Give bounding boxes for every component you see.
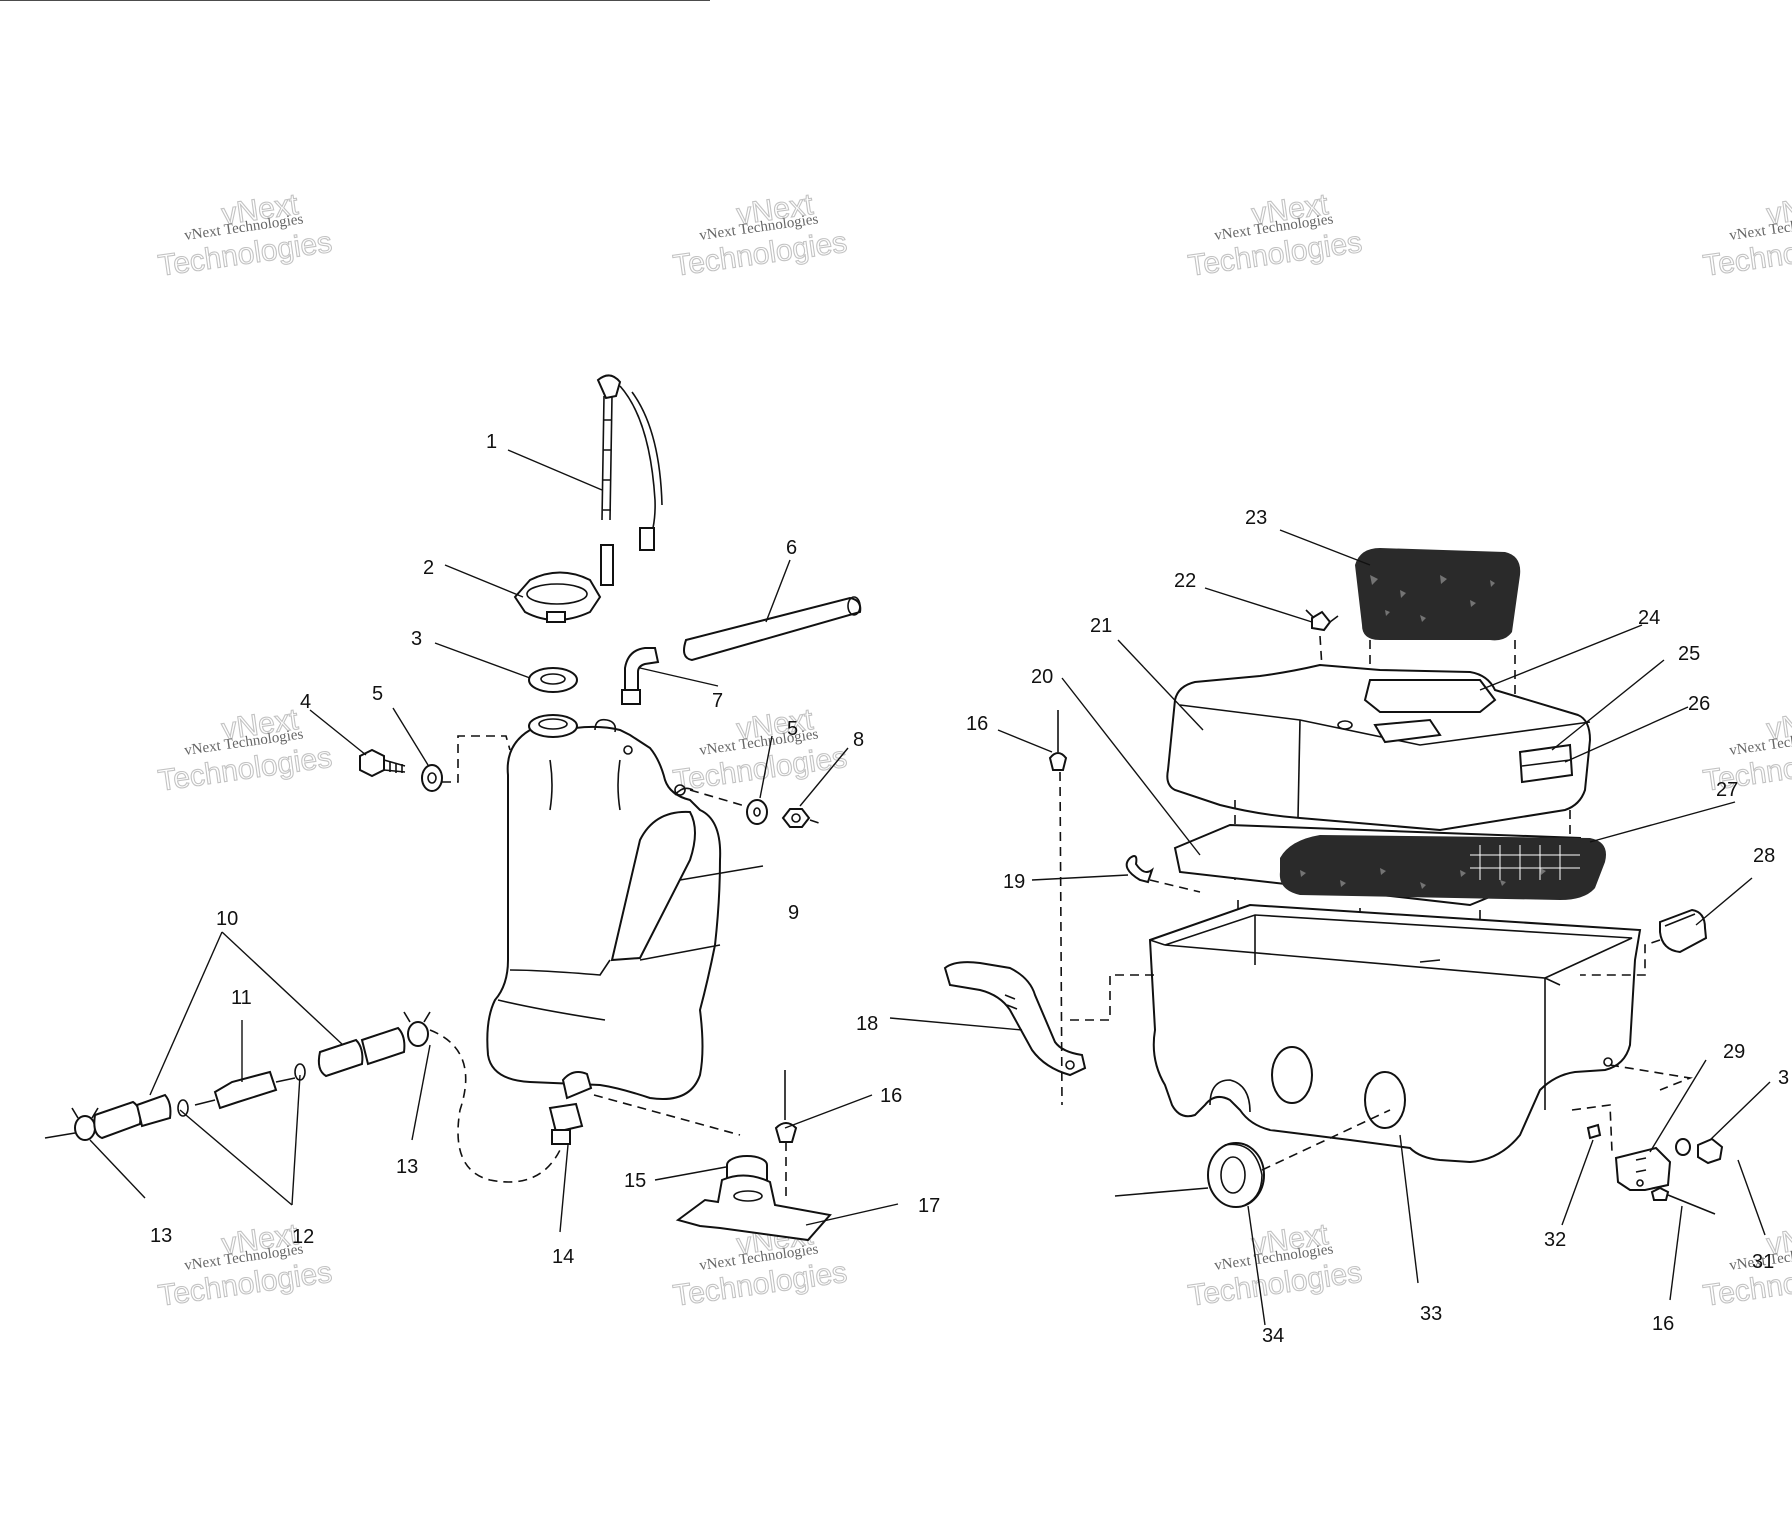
callout-26: 26	[1688, 693, 1710, 715]
watermark: vNext Technologies vNext Technologies	[156, 702, 335, 798]
part-6-vent-hose	[683, 596, 862, 662]
callout-6: 6	[786, 537, 797, 559]
part-23-foam-block	[1355, 548, 1521, 641]
part-7-vent-elbow	[621, 647, 660, 705]
part-19-retaining-clip	[1125, 855, 1201, 893]
watermark: vNext Technologies vNext Technologies	[671, 187, 850, 283]
part-27-filter-element	[1279, 835, 1606, 900]
callout-28: 28	[1753, 845, 1775, 867]
callout-16-lower: 16	[1652, 1313, 1674, 1335]
callout-5: 5	[372, 683, 383, 705]
callout-27: 27	[1716, 779, 1738, 801]
oil-tank-assembly	[0, 0, 899, 1242]
callout-29: 29	[1723, 1041, 1745, 1063]
callout-31: 31	[1752, 1251, 1774, 1273]
callout-8: 8	[853, 729, 864, 751]
callout-34: 34	[1262, 1325, 1284, 1347]
watermark: vNext Technologies vNext Technologies	[671, 702, 850, 798]
part-33-battery-box	[1148, 903, 1693, 1164]
part-29-mount-plate	[1614, 1146, 1672, 1191]
part-30-bolt	[1675, 1137, 1724, 1165]
callout-numbers: 1 2 3 4 5 6 7 5 8 9 10 11 12 13 13 14 15…	[150, 431, 1789, 1347]
callout-9: 9	[788, 902, 799, 924]
callout-21: 21	[1090, 615, 1112, 637]
callout-30: 3	[1778, 1067, 1789, 1089]
callout-25: 25	[1678, 643, 1700, 665]
part-9-oil-tank	[486, 714, 722, 1100]
hose-assembly-left	[44, 1011, 561, 1183]
part-28-strap-fitting	[1580, 908, 1708, 976]
part-8-nut	[781, 808, 811, 828]
watermark: vNext Technologies vNext Technologies	[156, 187, 335, 283]
callout-23: 23	[1245, 507, 1267, 529]
callout-32: 32	[1544, 1229, 1566, 1251]
callout-33: 33	[1420, 1303, 1442, 1325]
part-16-screw-upper	[1048, 710, 1068, 1106]
callout-2: 2	[423, 557, 434, 579]
part-34-grommet	[1114, 1109, 1391, 1208]
callout-11: 11	[231, 987, 252, 1009]
callout-13-left: 13	[150, 1225, 172, 1247]
leader-lines-left	[0, 0, 899, 1233]
callout-4: 4	[300, 691, 311, 713]
part-11-inline-filter	[194, 1070, 296, 1110]
callout-14: 14	[552, 1246, 574, 1268]
part-21-box-lid	[1166, 663, 1592, 832]
part-13-clamp-right	[403, 1011, 431, 1047]
callout-24: 24	[1638, 607, 1660, 629]
callout-18: 18	[856, 1013, 878, 1035]
watermark: vNext Technologies vNext Technologies	[1701, 187, 1792, 283]
part-32-bushing	[1586, 1123, 1602, 1140]
part-14-outlet-fitting	[548, 1071, 593, 1145]
callout-5-right: 5	[787, 718, 798, 740]
leader-lines-right	[889, 529, 1771, 1326]
callout-19: 19	[1003, 871, 1025, 893]
part-5-washer-right	[746, 799, 768, 825]
callout-22: 22	[1174, 570, 1196, 592]
part-16-screw-lower	[1650, 1186, 1716, 1215]
callout-16-upper: 16	[966, 713, 988, 735]
callout-16-mid: 16	[880, 1085, 902, 1107]
part-18-box-bracket	[943, 961, 1160, 1077]
part-17-tank-bracket	[675, 1174, 832, 1242]
part-3-cap-gasket	[528, 667, 578, 693]
callout-1: 1	[486, 431, 497, 453]
callout-20: 20	[1031, 666, 1053, 688]
watermark: vNext Technologies vNext Technologies	[1186, 1217, 1365, 1313]
part-1-level-sender	[596, 374, 663, 586]
callout-3: 3	[411, 628, 422, 650]
callout-7: 7	[712, 690, 723, 712]
part-4-bolt	[359, 748, 406, 778]
watermark: vNext Technologies vNext Technologies	[1186, 187, 1365, 283]
part-16-screw	[774, 1070, 798, 1200]
callout-13-right: 13	[396, 1156, 418, 1178]
part-2-tank-cap	[513, 571, 602, 623]
callout-17: 17	[918, 1195, 940, 1217]
battery-box-assembly	[889, 529, 1771, 1326]
callout-12: 12	[292, 1226, 314, 1248]
callout-15: 15	[624, 1170, 646, 1192]
callout-10: 10	[216, 908, 238, 930]
part-5-washer	[421, 764, 443, 792]
watermark: vNext Technologies vNext Technologies	[1701, 1217, 1792, 1313]
